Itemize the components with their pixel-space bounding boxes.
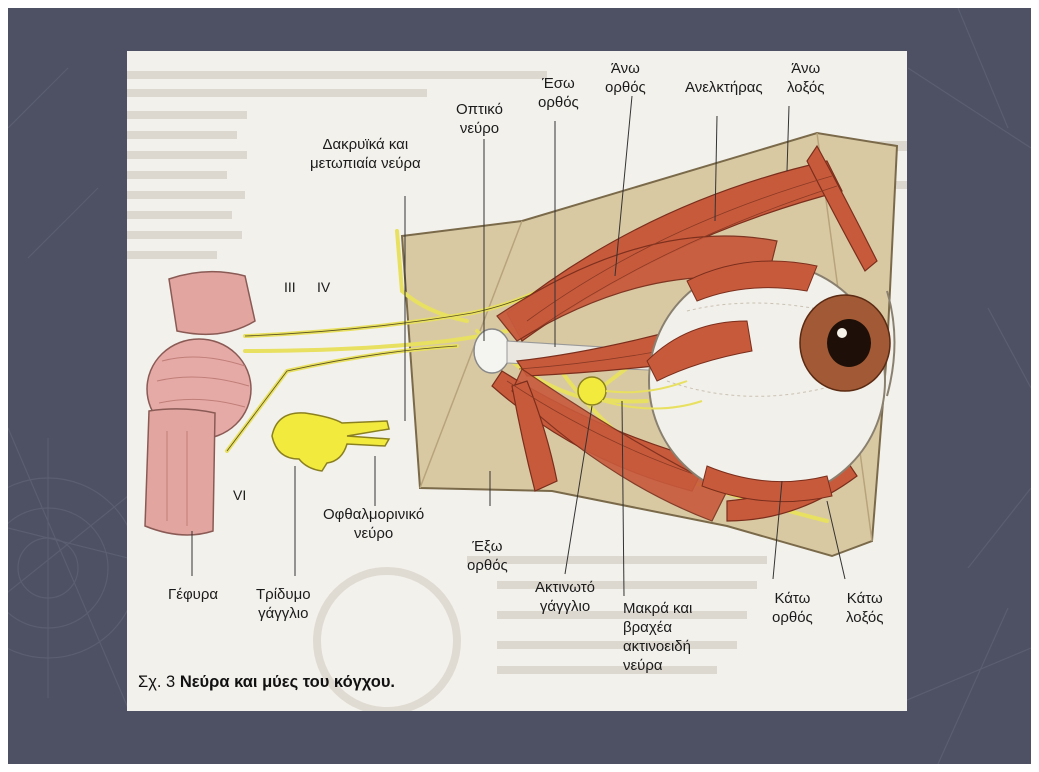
label-line: γάγγλιο (535, 597, 595, 616)
label-lateral-rectus: Έξω ορθός (467, 537, 508, 575)
label-line: ορθός (538, 93, 579, 112)
label-line: Άνω (787, 59, 825, 78)
label-lacrimal-frontal-nerves: Δακρυϊκά και μετωπιαία νεύρα (310, 135, 421, 173)
pupil (827, 319, 871, 367)
label-nerve-vi: VI (233, 487, 246, 503)
label-trigeminal-ganglion: Τρίδυμο γάγγλιο (256, 585, 311, 623)
label-line: λοξός (846, 608, 884, 627)
label-ciliary-ganglion: Ακτινωτό γάγγλιο (535, 578, 595, 616)
label-medial-rectus: Έσω ορθός (538, 74, 579, 112)
ciliary-ganglion-shape (578, 377, 606, 405)
label-line: Οπτικό (456, 100, 503, 119)
label-inferior-oblique: Κάτω λοξός (846, 589, 884, 627)
label-line: νεύρα (623, 656, 692, 675)
label-levator: Ανελκτήρας (685, 78, 763, 97)
label-ophthalmic-nerve: Οφθαλμορινικό νεύρο (323, 505, 424, 543)
label-nerve-iii: III (284, 279, 296, 295)
label-optic-nerve: Οπτικό νεύρο (456, 100, 503, 138)
label-superior-oblique: Άνω λοξός (787, 59, 825, 97)
label-line: Άνω (605, 59, 646, 78)
label-line: Κάτω (846, 589, 884, 608)
label-line: νεύρο (456, 119, 503, 138)
label-line: Ακτινωτό (535, 578, 595, 597)
trigeminal-ganglion-shape (272, 413, 389, 471)
label-line: λοξός (787, 78, 825, 97)
label-line: μετωπιαία νεύρα (310, 154, 421, 173)
slide-background: Δακρυϊκά και μετωπιαία νεύρα Οπτικό νεύρ… (8, 8, 1031, 764)
label-line: ακτινοειδή (623, 637, 692, 656)
medulla (145, 409, 215, 535)
optic-nerve-shape (474, 329, 510, 373)
label-nerve-iv: IV (317, 279, 330, 295)
label-line: ορθός (772, 608, 813, 627)
caption-title: Νεύρα και μύες του κόγχου. (180, 673, 395, 691)
label-line: ορθός (467, 556, 508, 575)
figure-caption: Σχ. 3 Νεύρα και μύες του κόγχου. (138, 673, 395, 692)
label-line: ορθός (605, 78, 646, 97)
label-superior-rectus: Άνω ορθός (605, 59, 646, 97)
label-line: Τρίδυμο (256, 585, 311, 604)
label-line: νεύρο (323, 524, 424, 543)
caption-prefix: Σχ. 3 (138, 673, 175, 691)
label-line: Έσω (538, 74, 579, 93)
label-pons: Γέφυρα (168, 585, 218, 604)
label-line: Δακρυϊκά και (310, 135, 421, 154)
figure-panel: Δακρυϊκά και μετωπιαία νεύρα Οπτικό νεύρ… (127, 51, 907, 711)
label-line: Μακρά και (623, 599, 692, 618)
label-ciliary-nerves: Μακρά και βραχέα ακτινοειδή νεύρα (623, 599, 692, 675)
label-inferior-rectus: Κάτω ορθός (772, 589, 813, 627)
label-line: Οφθαλμορινικό (323, 505, 424, 524)
midbrain (169, 272, 255, 335)
label-line: βραχέα (623, 618, 692, 637)
label-line: γάγγλιο (256, 604, 311, 623)
label-line: Κάτω (772, 589, 813, 608)
label-line: Έξω (467, 537, 508, 556)
